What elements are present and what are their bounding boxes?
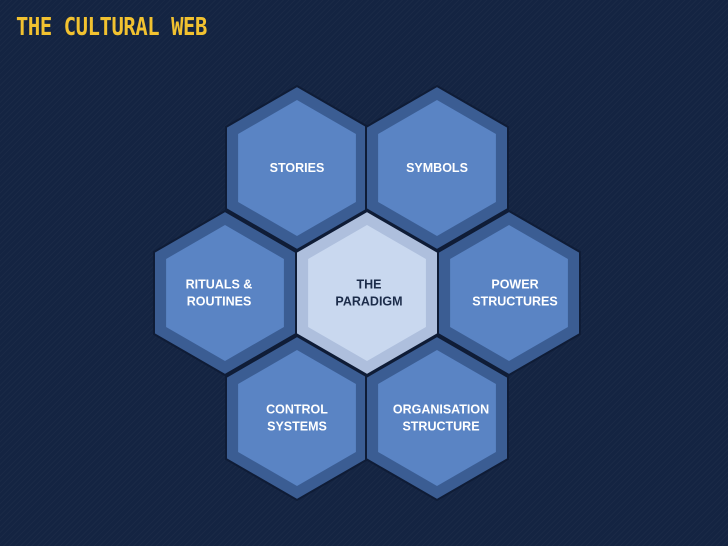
hex-label-rituals-line1: RITUALS &: [186, 278, 253, 292]
hex-label-power-line1: POWER: [491, 278, 538, 292]
hex-label-control-line2: SYSTEMS: [267, 420, 327, 434]
hex-rituals: RITUALS & ROUTINES: [153, 209, 297, 377]
hex-label-organisation-line1: ORGANISATION: [393, 403, 489, 417]
hex-label-organisation-line2: STRUCTURE: [402, 420, 479, 434]
hex-label-paradigm-line2: PARADIGM: [335, 295, 402, 309]
hex-face: [378, 350, 496, 486]
hex-label-symbols-line1: SYMBOLS: [406, 161, 468, 175]
hex-face: [378, 100, 496, 236]
hex-label-rituals-line2: ROUTINES: [187, 295, 252, 309]
hex-label-control-line1: CONTROL: [266, 403, 328, 417]
hex-label-paradigm-line1: THE: [357, 278, 382, 292]
hex-control: CONTROL SYSTEMS: [225, 334, 369, 502]
hex-label-stories-line1: STORIES: [270, 161, 325, 175]
hex-symbols: SYMBOLS: [365, 84, 509, 252]
hex-face: [166, 225, 284, 361]
hex-power: POWER STRUCTURES: [437, 209, 581, 377]
hex-face: [238, 100, 356, 236]
hex-face: [308, 225, 426, 361]
hex-stories: STORIES: [225, 84, 369, 252]
hex-face: [450, 225, 568, 361]
hex-label-power-line2: STRUCTURES: [472, 295, 557, 309]
hex-face: [238, 350, 356, 486]
hex-organisation: ORGANISATION STRUCTURE: [365, 334, 509, 502]
slide-title: THE CULTURAL WEB: [16, 12, 207, 41]
